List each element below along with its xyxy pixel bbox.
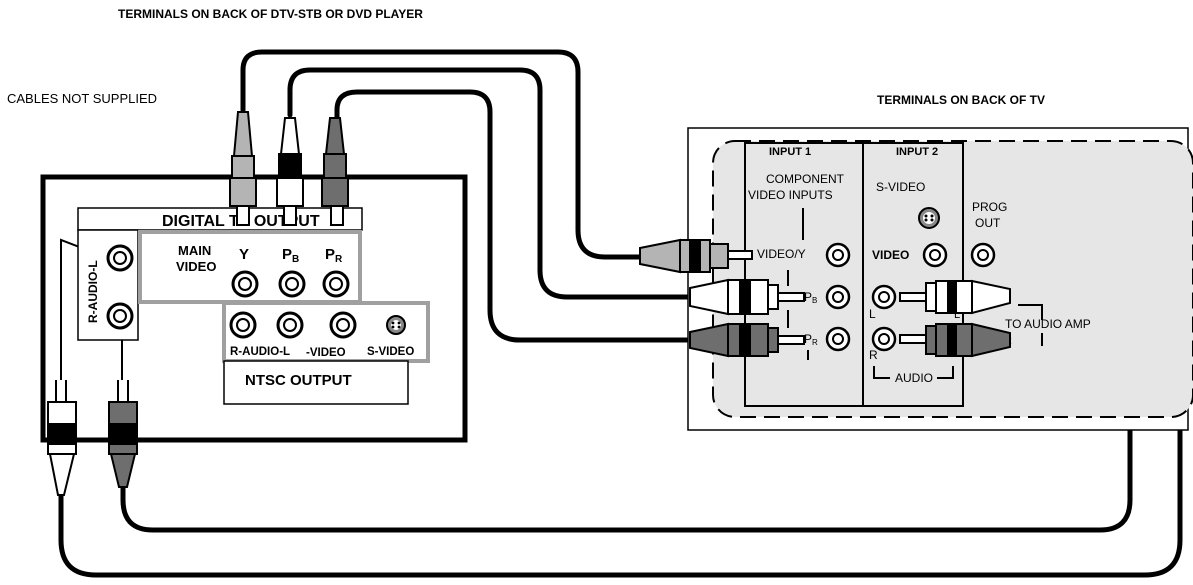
cable-y bbox=[240, 49, 643, 260]
video-y-label: VIDEO/Y bbox=[757, 247, 806, 261]
tv-pr-label: PR bbox=[804, 332, 818, 347]
cable-pr bbox=[334, 89, 693, 343]
tv-audio-r-label: R bbox=[869, 348, 878, 362]
tv-video-label: VIDEO bbox=[872, 248, 909, 262]
prog-out-label-1: PROG bbox=[972, 200, 1007, 214]
prog-out-label-2: OUT bbox=[975, 216, 1001, 230]
component-label-1: COMPONENT bbox=[766, 172, 845, 186]
to-audio-amp-label: TO AUDIO AMP bbox=[1005, 317, 1091, 331]
tv-svideo-label: S-VIDEO bbox=[876, 180, 925, 194]
tv-plug-y bbox=[639, 238, 753, 274]
stb-plug-audio-r bbox=[108, 380, 138, 488]
stb-svideo-jack-icon bbox=[386, 315, 406, 335]
cables-note: CABLES NOT SUPPLIED bbox=[7, 91, 157, 106]
input2-box bbox=[862, 142, 964, 407]
stb-jacks bbox=[106, 244, 357, 339]
main-video-label-2: VIDEO bbox=[176, 259, 216, 274]
stb-r-audio-l-label: R-AUDIO-L bbox=[86, 260, 100, 323]
main-video-label-1: MAIN bbox=[178, 243, 211, 258]
tv-plug-audio-r bbox=[899, 322, 1011, 358]
tv-title: TERMINALS ON BACK OF TV bbox=[877, 93, 1045, 107]
stb-title: TERMINALS ON BACK OF DTV-STB OR DVD PLAY… bbox=[118, 7, 423, 21]
ntsc-video-label: -VIDEO bbox=[306, 347, 346, 359]
tv-audio-l-label: L bbox=[869, 307, 876, 321]
tv-pb-label: PB bbox=[804, 290, 817, 305]
tv-svideo-jack-icon bbox=[918, 207, 940, 229]
ntsc-output-label-box bbox=[223, 360, 409, 405]
tv-plug-audio-l bbox=[899, 279, 1011, 315]
ntsc-output-label: NTSC OUTPUT bbox=[245, 372, 352, 389]
tv-plug-pb bbox=[689, 278, 805, 316]
pb-label: PB bbox=[282, 246, 299, 265]
audio-label: AUDIO bbox=[895, 371, 933, 385]
input1-label: INPUT 1 bbox=[769, 146, 811, 158]
input2-label: INPUT 2 bbox=[896, 146, 938, 158]
stb-plug-y bbox=[229, 111, 257, 226]
ntsc-r-audio-l-label: R-AUDIO-L bbox=[230, 346, 290, 358]
stb-plug-pr bbox=[321, 117, 349, 226]
prog-out-l-label: L bbox=[954, 309, 960, 321]
stb-plug-audio-l bbox=[47, 380, 77, 496]
stb-plug-pb bbox=[276, 117, 304, 226]
tv-plug-pr bbox=[689, 322, 805, 358]
ntsc-svideo-label: S-VIDEO bbox=[367, 346, 414, 358]
y-label: Y bbox=[239, 246, 249, 263]
pr-label: PR bbox=[325, 246, 343, 265]
component-label-2: VIDEO INPUTS bbox=[748, 188, 833, 202]
cable-pb bbox=[287, 67, 693, 300]
